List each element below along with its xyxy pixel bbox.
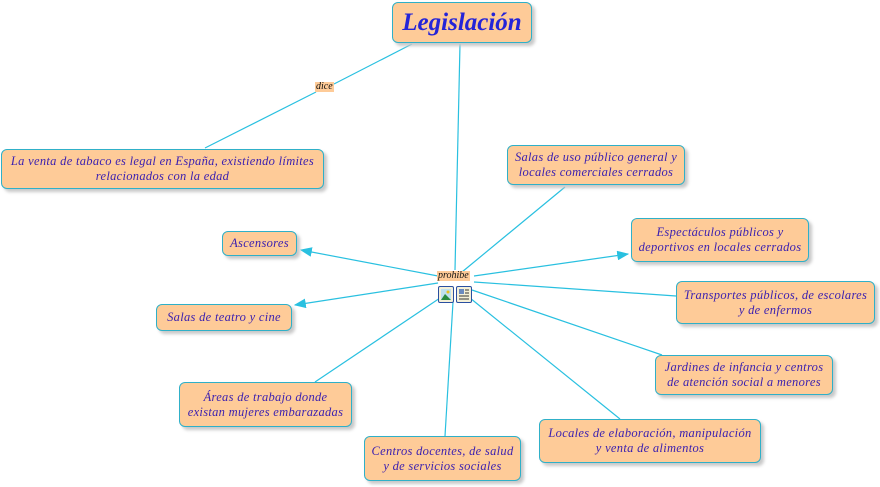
linking-phrase-prohibe[interactable]: prohibe bbox=[437, 270, 470, 281]
line-salas-uso bbox=[461, 186, 566, 273]
document-icon[interactable] bbox=[456, 286, 472, 303]
node-centros-docentes[interactable]: Centros docentes, de salud y de servicio… bbox=[364, 436, 521, 481]
line-teatro bbox=[293, 282, 439, 309]
node-areas-trabajo[interactable]: Áreas de trabajo donde existan mujeres e… bbox=[179, 382, 352, 427]
node-venta-tabaco[interactable]: La venta de tabaco es legal en España, e… bbox=[1, 149, 324, 189]
line-locales bbox=[469, 297, 621, 420]
node-jardines[interactable]: Jardines de infancia y centros de atenci… bbox=[655, 355, 833, 395]
line-jardines bbox=[471, 289, 663, 356]
line-centros bbox=[444, 301, 454, 437]
line-root-dice bbox=[333, 43, 413, 85]
node-espectaculos[interactable]: Espectáculos públicos y deportivos en lo… bbox=[631, 218, 809, 262]
line-transportes bbox=[473, 281, 677, 297]
line-root-prohibe bbox=[454, 43, 461, 271]
line-ascensores bbox=[299, 247, 439, 277]
node-salas-uso-publico[interactable]: Salas de uso público general y locales c… bbox=[507, 145, 685, 185]
node-ascensores[interactable]: Ascensores bbox=[222, 231, 297, 256]
node-transportes[interactable]: Transportes públicos, de escolares y de … bbox=[676, 281, 875, 324]
line-areas bbox=[314, 297, 441, 383]
node-locales-alimentos[interactable]: Locales de elaboración, manipulación y v… bbox=[539, 419, 761, 463]
line-espectaculos bbox=[473, 250, 630, 277]
linking-phrase-dice[interactable]: dice bbox=[315, 81, 334, 92]
root-node-legislacion[interactable]: Legislación bbox=[392, 2, 532, 43]
node-salas-teatro[interactable]: Salas de teatro y cine bbox=[156, 304, 292, 331]
line-dice-venta bbox=[204, 91, 317, 149]
image-icon[interactable] bbox=[438, 286, 454, 303]
